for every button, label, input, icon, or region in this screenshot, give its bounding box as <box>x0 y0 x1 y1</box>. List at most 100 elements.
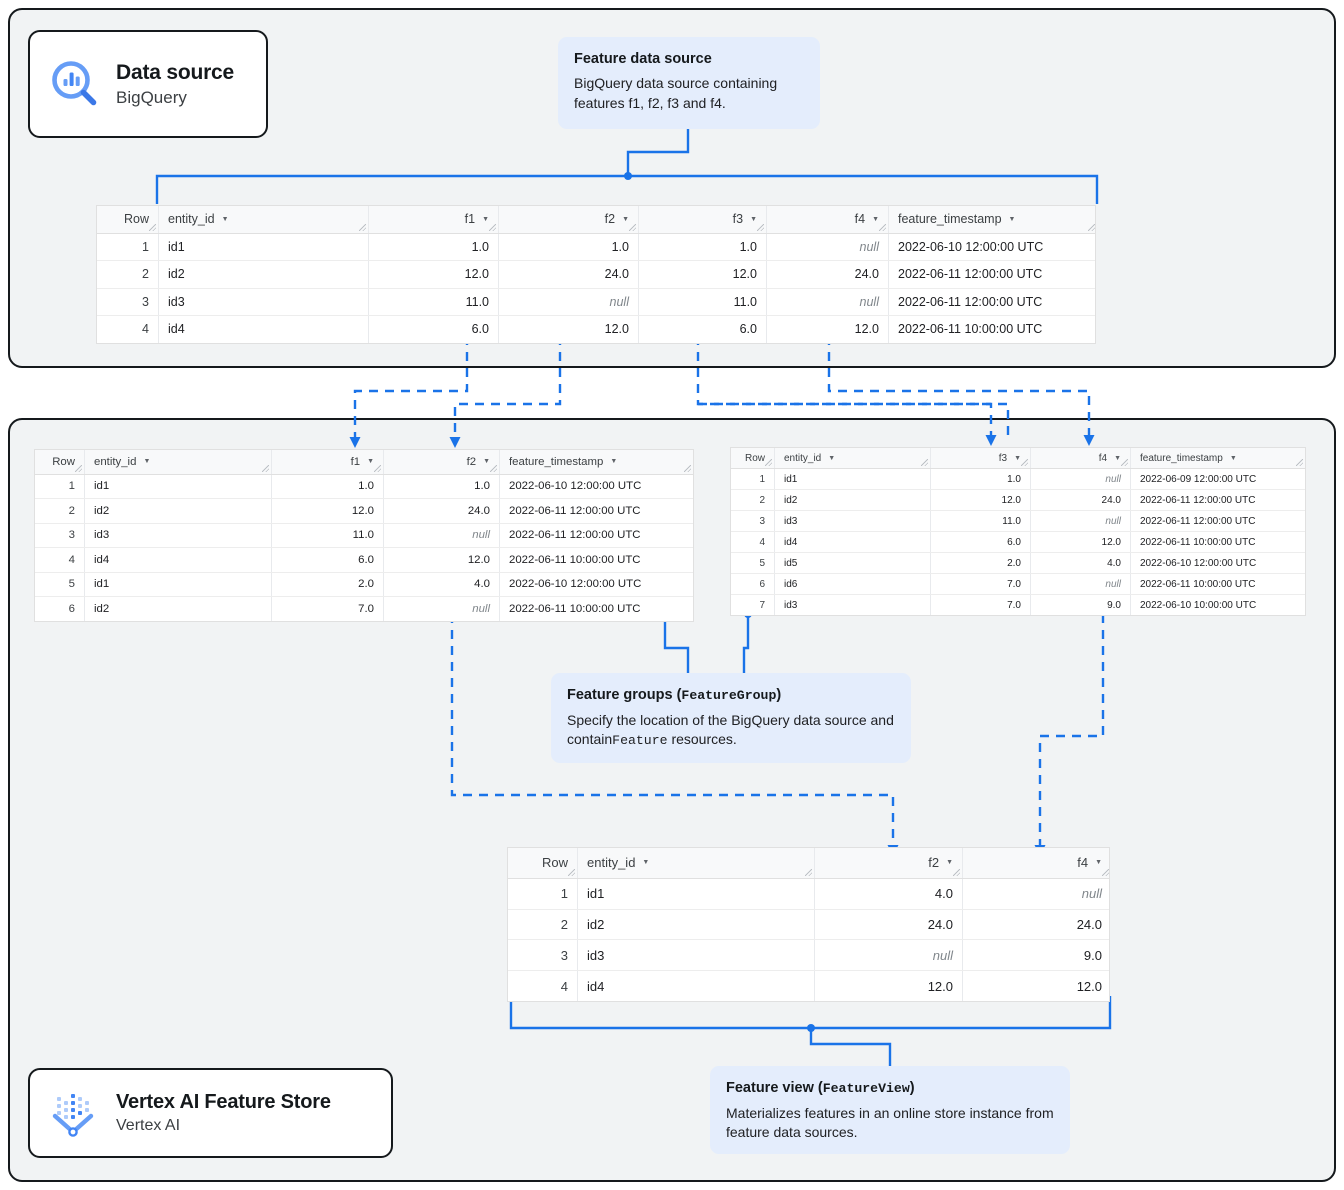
cell-row: 1 <box>97 233 159 260</box>
cell-f2: 24.0 <box>499 261 639 288</box>
column-header-feature-timestamp[interactable]: feature_timestamp▼ <box>500 450 693 474</box>
cell-f1: 1.0 <box>369 233 499 260</box>
column-header-entity-id[interactable]: entity_id ▼ <box>578 848 815 878</box>
column-header-f4[interactable]: f4▼ <box>1031 448 1131 468</box>
chevron-down-icon[interactable]: ▼ <box>482 215 489 223</box>
chevron-down-icon[interactable]: ▼ <box>610 458 618 466</box>
column-header-f1[interactable]: f1 ▼ <box>272 450 384 474</box>
column-header-row[interactable]: Row <box>508 848 578 878</box>
callout-title-code: FeatureView <box>822 1081 910 1096</box>
cell-f4: 24.0 <box>1076 916 1102 932</box>
chevron-down-icon[interactable]: ▼ <box>1014 454 1021 462</box>
cell-row: 5 <box>35 572 85 596</box>
cell-feature-timestamp: 2022-06-10 12:00:00 UTC <box>1140 557 1257 569</box>
cell-f4: null <box>767 288 889 315</box>
cell-f3: 2.0 <box>931 553 1031 573</box>
column-header-feature-timestamp[interactable]: feature_timestamp▼ <box>1131 448 1305 468</box>
column-header-row[interactable]: Row <box>731 448 775 468</box>
table-header-row: Row entity_id▼f3▼f4▼feature_timestamp▼ <box>731 448 1305 469</box>
chevron-down-icon[interactable]: ▼ <box>872 215 879 223</box>
chevron-down-icon[interactable]: ▼ <box>622 215 629 223</box>
column-header-feature-timestamp[interactable]: feature_timestamp▼ <box>889 206 1097 233</box>
column-header-label: f1 <box>350 455 361 468</box>
chip-title: Vertex AI Feature Store <box>116 1091 331 1114</box>
column-header-f2[interactable]: f2 ▼ <box>499 206 639 233</box>
cell-f2: 12.0 <box>384 548 500 572</box>
column-header-entity-id[interactable]: entity_id ▼ <box>159 206 369 233</box>
cell-feature-timestamp: 2022-06-11 12:00:00 UTC <box>509 504 641 517</box>
column-header-f1[interactable]: f1▼ <box>369 206 499 233</box>
cell-entity-id: id5 <box>775 553 931 573</box>
column-header-label: entity_id <box>168 212 215 227</box>
column-header-label: Row <box>541 855 568 871</box>
column-header-row[interactable]: Row <box>35 450 85 474</box>
null-value: null <box>1105 515 1121 527</box>
cell-entity-id: id2 <box>85 597 272 621</box>
cell-row: 3 <box>35 523 85 547</box>
chevron-down-icon[interactable]: ▼ <box>828 454 836 462</box>
cell-f2: 4.0 <box>384 572 500 596</box>
cell-f1: 11.0 <box>369 288 499 315</box>
null-value: null <box>1081 886 1102 902</box>
cell-f3: 7.0 <box>931 574 1031 594</box>
column-header-f2[interactable]: f2▼ <box>384 450 500 474</box>
chevron-down-icon[interactable]: ▼ <box>1114 454 1121 462</box>
chevron-down-icon[interactable]: ▼ <box>367 458 374 466</box>
chevron-down-icon[interactable]: ▼ <box>143 458 151 466</box>
cell-f4: null <box>1031 574 1131 594</box>
chevron-down-icon[interactable]: ▼ <box>1008 215 1016 223</box>
chevron-down-icon[interactable]: ▼ <box>483 458 490 466</box>
column-header-f2[interactable]: f2▼ <box>815 848 963 878</box>
null-value: null <box>859 239 879 254</box>
cell-entity-id: id2 <box>85 499 272 523</box>
null-value: null <box>1105 578 1121 590</box>
column-header-f3[interactable]: f3▼ <box>931 448 1031 468</box>
chevron-down-icon[interactable]: ▼ <box>1095 859 1102 867</box>
chevron-down-icon[interactable]: ▼ <box>221 215 229 223</box>
cell-f4: 12.0 <box>767 316 889 343</box>
cell-entity-id: id4 <box>159 316 369 343</box>
cell-feature-timestamp: 2022-06-11 10:00:00 UTC <box>509 553 641 566</box>
cell-row: 7 <box>731 595 775 615</box>
chevron-down-icon[interactable]: ▼ <box>946 859 953 867</box>
chevron-down-icon[interactable]: ▼ <box>642 859 650 867</box>
cell-f3: 1.0 <box>639 233 767 260</box>
cell-entity-id: id1 <box>85 572 272 596</box>
column-header-label: f2 <box>604 212 616 227</box>
column-header-label: entity_id <box>587 855 636 871</box>
column-header-row[interactable]: Row <box>97 206 159 233</box>
cell-feature-timestamp: 2022-06-11 10:00:00 UTC <box>1140 578 1256 590</box>
column-header-label: Row <box>744 452 765 464</box>
chip-bigquery: Data source BigQuery <box>28 30 268 138</box>
cell-entity-id: id3 <box>159 288 369 315</box>
column-header-f4[interactable]: f4▼ <box>767 206 889 233</box>
column-header-entity-id[interactable]: entity_id▼ <box>775 448 931 468</box>
cell-row: 3 <box>508 940 578 971</box>
cell-f1: 12.0 <box>272 499 384 523</box>
chevron-down-icon[interactable]: ▼ <box>1229 454 1237 462</box>
chevron-down-icon[interactable]: ▼ <box>750 215 757 223</box>
cell-row: 5 <box>731 553 775 573</box>
cell-f1: 6.0 <box>272 548 384 572</box>
cell-f3: 11.0 <box>639 288 767 315</box>
cell-feature-timestamp: 2022-06-11 12:00:00 UTC <box>1140 515 1256 527</box>
callout-title: Feature view (FeatureView) <box>726 1079 1054 1098</box>
cell-f3: 12.0 <box>639 261 767 288</box>
column-header-label: Row <box>52 455 75 468</box>
cell-f4: null <box>767 233 889 260</box>
column-header-f3[interactable]: f3▼ <box>639 206 767 233</box>
column-header-f4[interactable]: f4▼ <box>963 848 1111 878</box>
cell-f1: 12.0 <box>369 261 499 288</box>
column-header-entity-id[interactable]: entity_id▼ <box>85 450 272 474</box>
